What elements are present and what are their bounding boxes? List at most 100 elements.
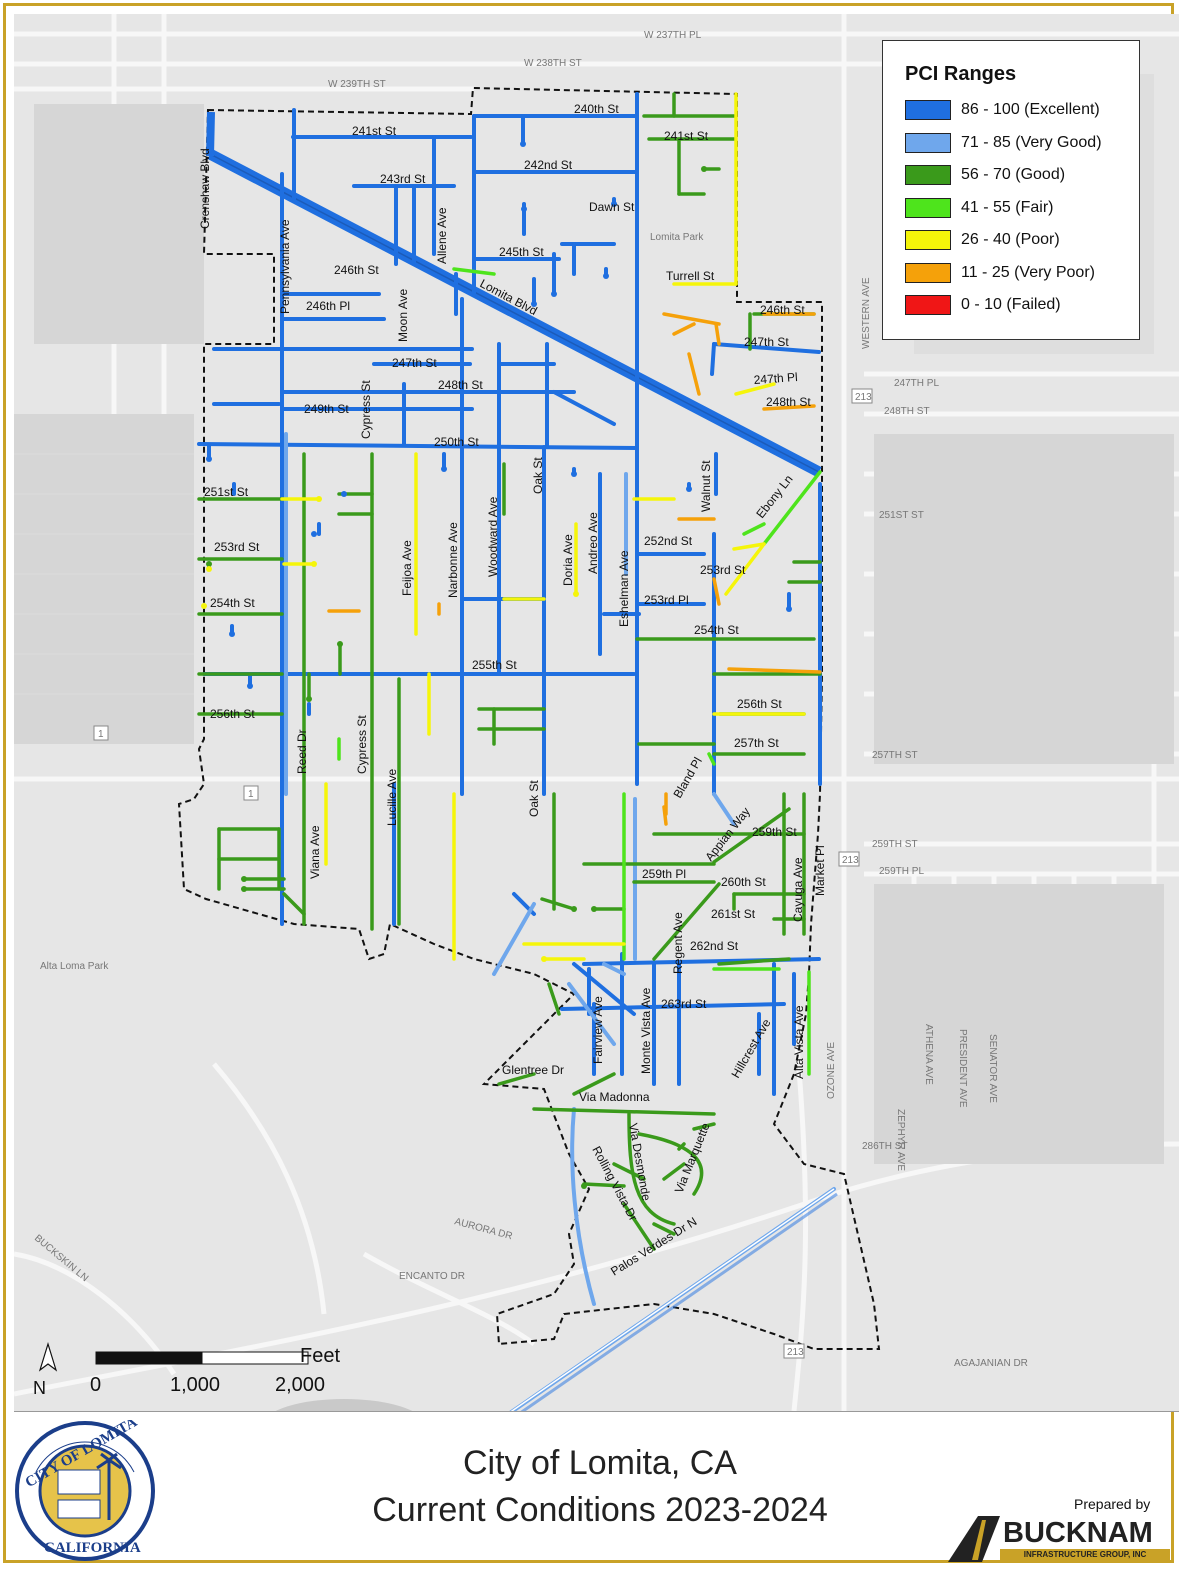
legend-label: 11 - 25 (Very Poor): [961, 263, 1095, 281]
legend-label: 0 - 10 (Failed): [961, 296, 1061, 314]
label-e259: 259TH ST: [872, 839, 918, 850]
good-streets: [197, 92, 822, 1251]
label-247thpl: 247th Pl: [753, 370, 798, 387]
legend-item-failed: 0 - 10 (Failed): [905, 289, 1139, 322]
bucknam-name: BUCKNAM: [1003, 1517, 1153, 1549]
legend-label: 71 - 85 (Very Good): [961, 133, 1102, 151]
crenshaw-blvd[interactable]: [206, 111, 215, 157]
route-1-a: 1: [248, 789, 254, 800]
label-reed: Reed Dr: [295, 729, 309, 774]
scale-tick-2000: 2,000: [275, 1374, 326, 1396]
label-feijoa: Feijoa Ave: [400, 540, 414, 596]
label-western: WESTERN AVE: [861, 277, 872, 349]
city-seal-icon: CITY OF LOMITA CALIFORNIA: [15, 1414, 155, 1561]
legend-label: 26 - 40 (Poor): [961, 231, 1060, 249]
legend-item-fair: 41 - 55 (Fair): [905, 192, 1139, 225]
legend-swatch: [905, 295, 951, 316]
route-shields: [93, 388, 873, 1359]
label-glentree: Glentree Dr: [502, 1063, 564, 1077]
label-doria: Doria Ave: [561, 534, 575, 586]
label-286: 286TH ST: [862, 1141, 908, 1152]
pvdrn-edge: [520, 1192, 838, 1411]
cul-de-sacs: [206, 141, 792, 689]
legend-swatch: [905, 262, 951, 283]
label-dawn: Dawn St: [589, 200, 635, 214]
label-madonna: Via Madonna: [579, 1090, 650, 1104]
label-w239: W 239TH ST: [328, 79, 386, 90]
label-260th: 260th St: [721, 875, 766, 889]
footer-title-line1: City of Lomita, CA: [463, 1444, 737, 1482]
label-263rd: 263rd St: [661, 997, 707, 1011]
label-penn: Pennsylvania Ave: [278, 219, 292, 314]
label-251st: 251st St: [204, 485, 249, 499]
label-walnut: Walnut St: [699, 460, 713, 512]
cul-de-sacs-green: [206, 166, 707, 1189]
label-oak-2: Oak St: [527, 780, 541, 817]
label-e259pl: 259TH PL: [879, 866, 924, 877]
legend-swatch: [905, 132, 951, 153]
parcel-lines: [14, 453, 194, 695]
label-zephyr: ZEPHYR AVE: [895, 1109, 906, 1171]
label-246thpl: 246th Pl: [306, 299, 350, 313]
route-213-b: 213: [842, 855, 859, 866]
bucknam-logo: [948, 1512, 1172, 1564]
label-246th: 246th St: [334, 263, 379, 277]
label-agajanian: AGAJANIAN DR: [954, 1358, 1028, 1369]
label-cypress-2: Cypress St: [355, 715, 369, 774]
label-247th: 247th St: [392, 356, 437, 370]
legend-swatch: [905, 197, 951, 218]
label-259thpl: 259th Pl: [642, 867, 686, 881]
label-altavista: Alta Vista Ave: [792, 1005, 806, 1079]
label-e248: 248TH ST: [884, 406, 930, 417]
poor-streets: [280, 92, 806, 961]
legend-item-poor: 26 - 40 (Poor): [905, 224, 1139, 257]
label-259th: 259th St: [752, 825, 797, 839]
bucknam-road-icon: [948, 1516, 1000, 1562]
route-213-a: 213: [855, 392, 872, 403]
label-e251: 251ST ST: [879, 510, 924, 521]
label-246th-e: 246th St: [760, 303, 805, 317]
label-oak: Oak St: [531, 457, 545, 494]
label-allene: Allene Ave: [435, 207, 449, 264]
label-president: PRESIDENT AVE: [957, 1029, 968, 1108]
label-woodward: Woodward Ave: [486, 496, 500, 577]
label-257th: 257th St: [734, 736, 779, 750]
label-lucille: Lucille Ave: [385, 769, 399, 826]
label-261st: 261st St: [711, 907, 756, 921]
label-247th-e: 247th St: [744, 335, 789, 349]
label-254th-e: 254th St: [694, 623, 739, 637]
label-248th: 248th St: [438, 378, 483, 392]
bucknam-sub: INFRASTRUCTURE GROUP, INC: [1000, 1549, 1170, 1561]
pvdrn-center: [510, 1188, 835, 1411]
legend-swatch: [905, 230, 951, 251]
label-crenshaw: Crenshaw Blvd: [198, 148, 212, 229]
label-senator: SENATOR AVE: [987, 1034, 998, 1103]
legend-swatch: [905, 100, 951, 121]
north-arrow-icon: [38, 1341, 58, 1372]
label-262nd: 262nd St: [690, 939, 739, 953]
label-253rd-e: 253rd St: [700, 563, 746, 577]
label-alta-loma-park: Alta Loma Park: [40, 961, 109, 972]
legend-item-excellent: 86 - 100 (Excellent): [905, 94, 1139, 127]
label-255th: 255th St: [472, 658, 517, 672]
label-253rdpl: 253rd Pl: [644, 593, 689, 607]
label-254th: 254th St: [210, 596, 255, 610]
very-poor-streets: [327, 312, 822, 826]
label-cayuga: Cayuga Ave: [791, 857, 805, 922]
legend-label: 41 - 55 (Fair): [961, 198, 1054, 216]
map-canvas[interactable]: 213 213 213 1 1 W 237TH PL W 238TH ST W …: [14, 14, 1179, 1412]
label-240th: 240th St: [574, 102, 619, 116]
label-w238: W 238TH ST: [524, 58, 582, 69]
label-e257: 257TH ST: [872, 750, 918, 761]
legend-item-very-poor: 11 - 25 (Very Poor): [905, 257, 1139, 290]
legend-item-very-good: 71 - 85 (Very Good): [905, 127, 1139, 160]
label-256th: 256th St: [210, 707, 255, 721]
label-cypress: Cypress St: [359, 380, 373, 439]
label-252nd: 252nd St: [644, 534, 693, 548]
label-andreo: Andreo Ave: [586, 512, 600, 574]
label-253rd: 253rd St: [214, 540, 260, 554]
label-249th: 249th St: [304, 402, 349, 416]
label-montevista: Monte Vista Ave: [639, 987, 653, 1074]
label-241st: 241st St: [352, 124, 397, 138]
fair-streets: [337, 267, 822, 1076]
